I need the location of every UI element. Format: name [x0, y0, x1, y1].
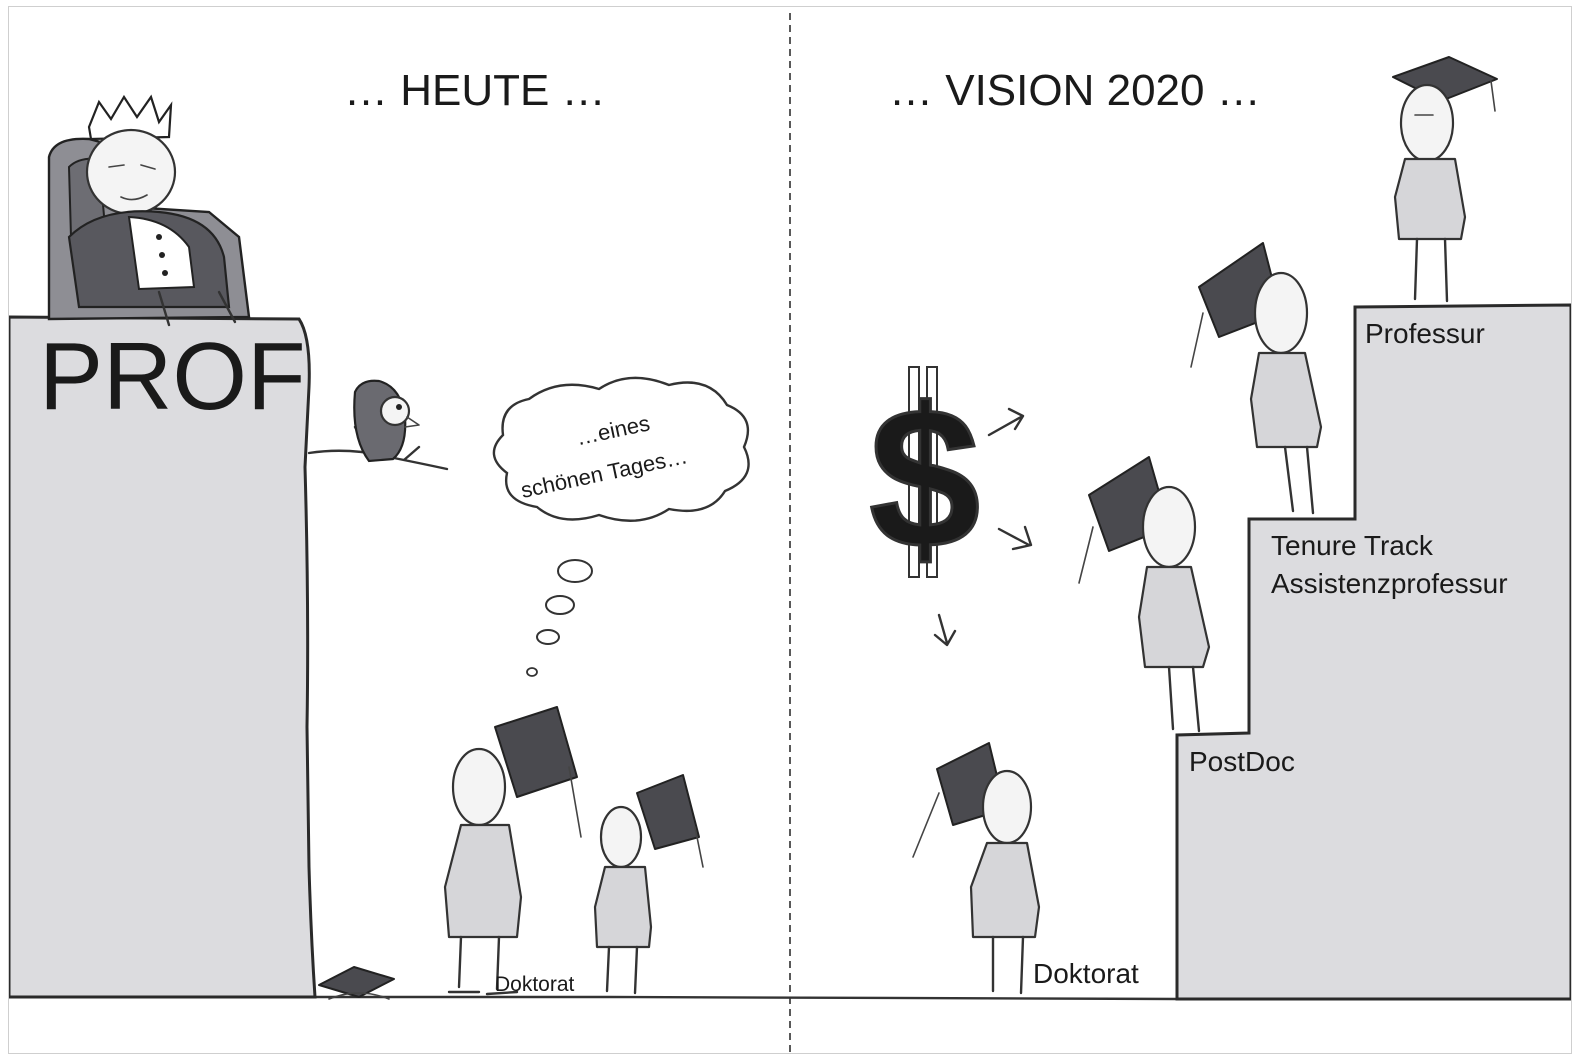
svg-text:Tenure Track Assistenzpr: Tenure Track Assistenzprofessur: [1271, 530, 1508, 599]
arrow-up-right-icon: [987, 407, 1025, 437]
svg-text:$: $: [869, 367, 980, 590]
cartoon-illustration: PROF … HEUTE … …eines schönen Tages…: [9, 13, 1571, 1053]
graduate-figure-tenure: [1190, 242, 1323, 515]
right-panel: … VISION 2020 … $ Doktorat: [868, 56, 1571, 1001]
grad-cap-icon: [636, 774, 700, 850]
vulture-icon: [353, 379, 420, 463]
left-doktorat-label: Doktorat: [495, 973, 575, 996]
left-panel: PROF … HEUTE … …eines schönen Tages…: [9, 66, 750, 1000]
graduate-figure-left-1: [443, 706, 582, 996]
graduate-figure-left-2: [593, 774, 704, 995]
career-staircase: [1175, 303, 1571, 1001]
fallen-cap-icon: [318, 966, 395, 998]
professor-figure: [1392, 56, 1498, 303]
dollar-icon: $: [868, 366, 982, 592]
right-doktorat-label: Doktorat: [1033, 958, 1139, 989]
cartoon-frame: PROF … HEUTE … …eines schönen Tages…: [8, 6, 1572, 1054]
professur-label: Professur: [1365, 318, 1485, 349]
thought-bubble: …eines schönen Tages…: [492, 376, 750, 677]
arrow-down-icon: [933, 613, 957, 647]
arrow-down-right-icon: [997, 525, 1033, 551]
tenure-label-line-2: Assistenzprofessur: [1271, 568, 1508, 599]
tenure-label-line-1: Tenure Track: [1271, 530, 1434, 561]
graduate-figure-doktorat: [912, 742, 1041, 995]
postdoc-label: PostDoc: [1189, 746, 1295, 777]
heute-title: … HEUTE …: [344, 66, 606, 115]
king-head: [85, 128, 177, 216]
king-figure: [67, 94, 237, 327]
prof-cliff: [9, 315, 317, 999]
graduate-figure-postdoc: [1078, 456, 1211, 733]
grad-cap-icon: [494, 706, 578, 798]
vision-title: … VISION 2020 …: [889, 66, 1261, 115]
prof-label: PROF: [39, 323, 306, 430]
